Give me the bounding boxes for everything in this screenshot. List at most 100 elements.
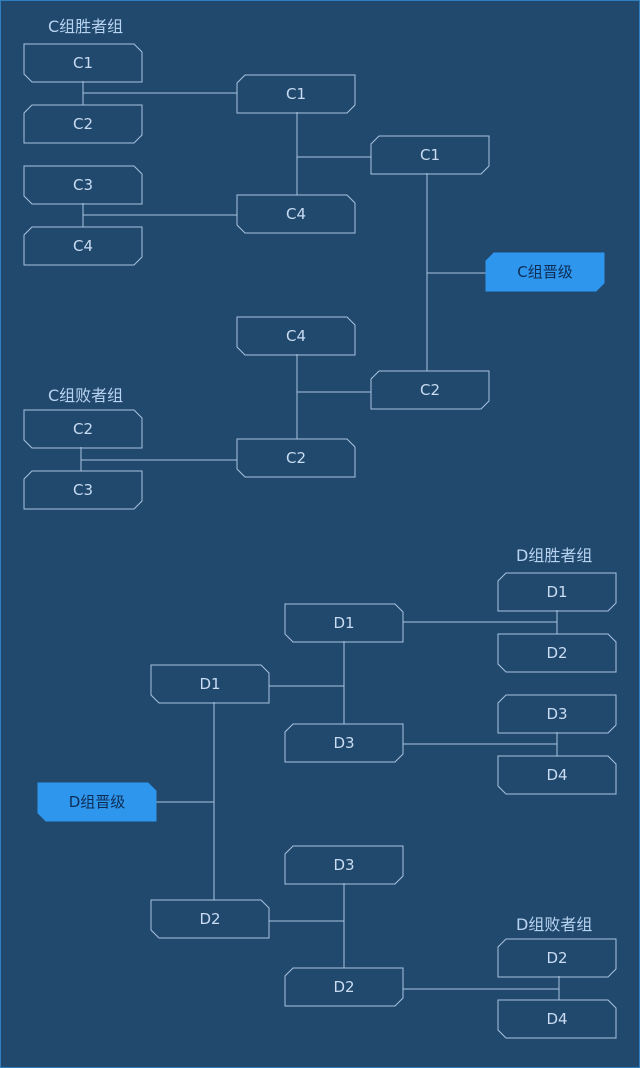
node-frame	[497, 572, 617, 612]
node-outline	[284, 845, 404, 885]
team-name: D2	[546, 949, 568, 967]
node-frame	[284, 967, 404, 1007]
d-losers-r1-match-1[interactable]: D2	[497, 938, 617, 978]
team-name: D3	[333, 856, 355, 874]
team-name: D2	[546, 644, 568, 662]
node-frame	[497, 755, 617, 795]
team-name: D2	[333, 978, 355, 996]
d-promotion-badge[interactable]: D组晋级	[37, 782, 157, 822]
c-winners-final[interactable]: C1	[370, 135, 490, 175]
team-name: C3	[72, 481, 94, 499]
node-outline	[497, 938, 617, 978]
node-outline	[236, 438, 356, 478]
team-name: C1	[285, 85, 307, 103]
node-frame	[150, 899, 270, 939]
team-name: C3	[72, 176, 94, 194]
node-outline	[284, 603, 404, 643]
node-outline	[370, 135, 490, 175]
node-frame	[23, 470, 143, 510]
node-outline	[236, 194, 356, 234]
node-outline	[23, 409, 143, 449]
c-losers-r2-match-2[interactable]: C2	[236, 438, 356, 478]
node-outline	[497, 633, 617, 673]
team-name: D4	[546, 766, 568, 784]
node-frame	[23, 226, 143, 266]
node-frame	[497, 694, 617, 734]
d-losers-r1-match-2[interactable]: D4	[497, 999, 617, 1039]
d-losers-label: D组败者组	[516, 915, 593, 934]
node-frame	[370, 135, 490, 175]
c-winners-r1-match-1[interactable]: C1	[23, 43, 143, 83]
c-losers-r1-match-1[interactable]: C2	[23, 409, 143, 449]
d-winners-final[interactable]: D1	[150, 664, 270, 704]
node-outline	[23, 104, 143, 144]
node-outline	[236, 316, 356, 356]
node-outline	[150, 664, 270, 704]
node-frame	[236, 438, 356, 478]
d-winners-r1-match-4[interactable]: D4	[497, 755, 617, 795]
c-losers-final[interactable]: C2	[370, 370, 490, 410]
c-promotion-badge[interactable]: C组晋级	[485, 252, 605, 292]
node-frame	[23, 409, 143, 449]
node-outline	[497, 999, 617, 1039]
team-name: C2	[419, 381, 441, 399]
team-name: D2	[199, 910, 221, 928]
node-outline	[37, 782, 157, 822]
node-frame	[236, 194, 356, 234]
team-name: D1	[546, 583, 568, 601]
c-winners-r2-match-1[interactable]: C1	[236, 74, 356, 114]
d-losers-r2-match-2[interactable]: D2	[284, 967, 404, 1007]
node-outline	[23, 470, 143, 510]
team-name: C1	[72, 54, 94, 72]
node-outline	[236, 74, 356, 114]
node-outline	[23, 165, 143, 205]
node-outline	[284, 723, 404, 763]
node-frame	[284, 603, 404, 643]
c-winners-r1-match-4[interactable]: C4	[23, 226, 143, 266]
node-frame	[497, 633, 617, 673]
node-outline	[150, 899, 270, 939]
node-outline	[485, 252, 605, 292]
c-losers-r2-match-1[interactable]: C4	[236, 316, 356, 356]
d-winners-r1-match-2[interactable]: D2	[497, 633, 617, 673]
node-frame	[23, 165, 143, 205]
node-outline	[284, 967, 404, 1007]
d-winners-r2-match-1[interactable]: D1	[284, 603, 404, 643]
node-frame	[37, 782, 157, 822]
c-winners-r1-match-2[interactable]: C2	[23, 104, 143, 144]
node-outline	[370, 370, 490, 410]
node-frame	[236, 316, 356, 356]
node-outline	[497, 755, 617, 795]
node-frame	[497, 938, 617, 978]
promotion-label: D组晋级	[68, 793, 126, 811]
c-losers-r1-match-2[interactable]: C3	[23, 470, 143, 510]
c-winners-r1-match-3[interactable]: C3	[23, 165, 143, 205]
team-name: C1	[419, 146, 441, 164]
team-name: C2	[285, 449, 307, 467]
node-frame	[23, 104, 143, 144]
d-winners-label: D组胜者组	[516, 546, 593, 565]
node-outline	[23, 43, 143, 83]
node-frame	[497, 999, 617, 1039]
team-name: D3	[333, 734, 355, 752]
node-frame	[284, 845, 404, 885]
team-name: C2	[72, 115, 94, 133]
team-name: D1	[199, 675, 221, 693]
node-frame	[150, 664, 270, 704]
team-name: C4	[72, 237, 94, 255]
node-frame	[370, 370, 490, 410]
team-name: D1	[333, 614, 355, 632]
d-winners-r2-match-2[interactable]: D3	[284, 723, 404, 763]
team-name: D4	[546, 1010, 568, 1028]
node-outline	[23, 226, 143, 266]
d-losers-r2-match-1[interactable]: D3	[284, 845, 404, 885]
node-frame	[485, 252, 605, 292]
d-losers-final[interactable]: D2	[150, 899, 270, 939]
d-winners-r1-match-1[interactable]: D1	[497, 572, 617, 612]
d-winners-r1-match-3[interactable]: D3	[497, 694, 617, 734]
node-frame	[23, 43, 143, 83]
c-winners-r2-match-2[interactable]: C4	[236, 194, 356, 234]
team-name: C2	[72, 420, 94, 438]
team-name: C4	[285, 327, 307, 345]
c-losers-label: C组败者组	[48, 386, 124, 405]
